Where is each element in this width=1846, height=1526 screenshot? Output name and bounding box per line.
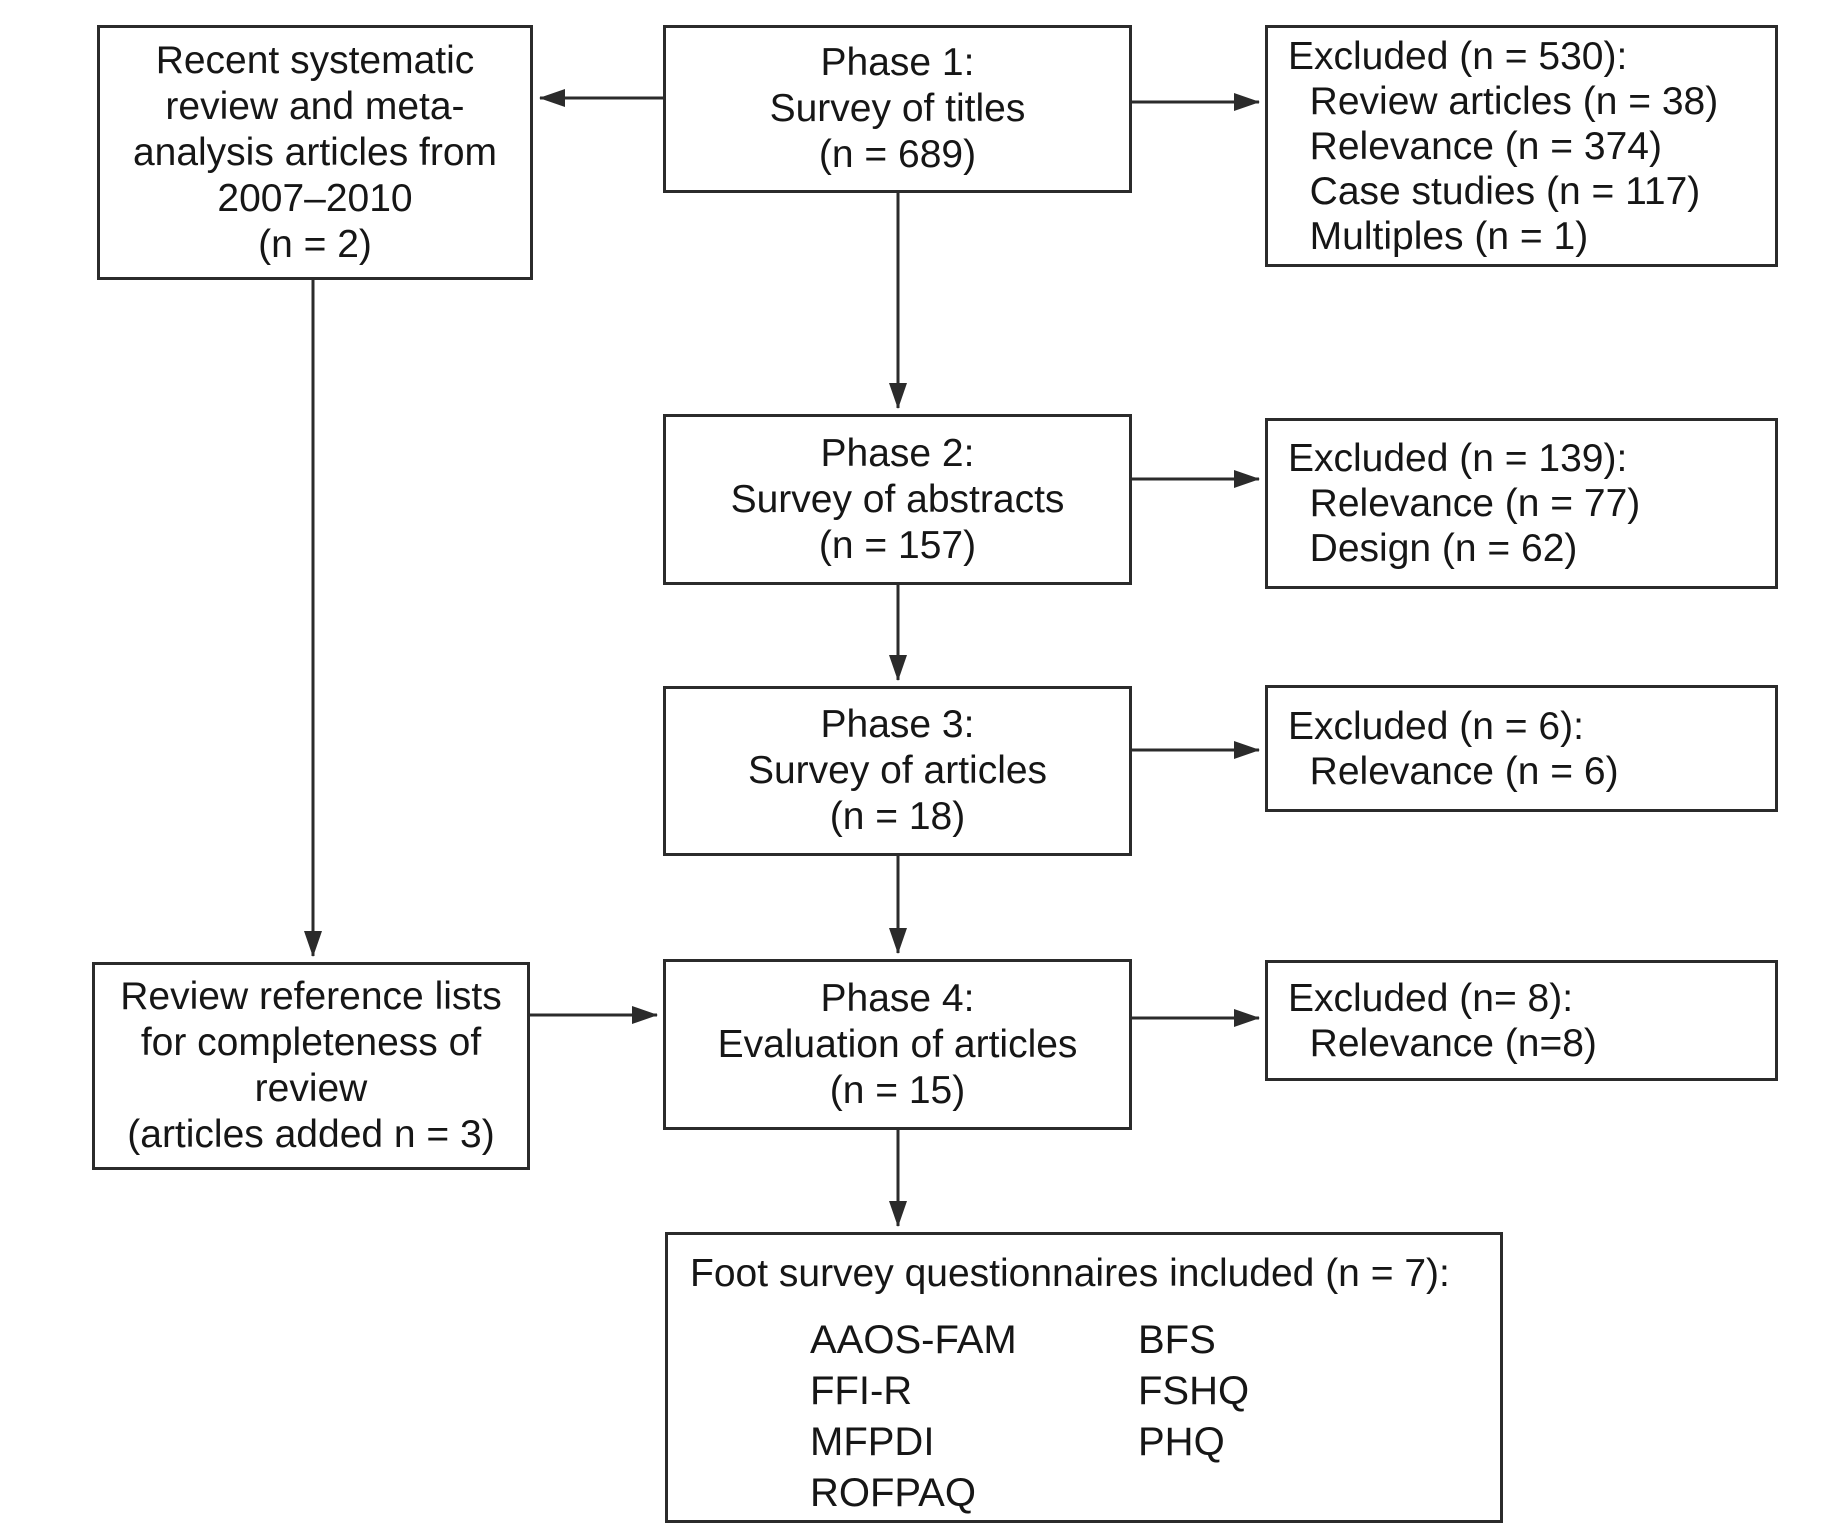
box-excluded2: Excluded (n = 139): Relevance (n = 77) D… <box>1265 418 1778 589</box>
box-included-questionnaires: Foot survey questionnaires included (n =… <box>665 1232 1503 1523</box>
box-ref-lists: Review reference lists for completeness … <box>92 962 530 1170</box>
box-phase4: Phase 4: Evaluation of articles (n = 15) <box>663 959 1132 1130</box>
questionnaire-item: MFPDI <box>810 1420 935 1464</box>
box-phase1-text: Phase 1: Survey of titles (n = 689) <box>769 41 1026 176</box>
box-excluded2-text: Excluded (n = 139): Relevance (n = 77) D… <box>1288 437 1641 570</box>
box-phase2-text: Phase 2: Survey of abstracts (n = 157) <box>730 431 1065 567</box>
included-column-1: AAOS-FAM FFI-R MFPDI ROFPAQ <box>810 1315 1017 1519</box>
questionnaire-item: AAOS-FAM <box>810 1318 1017 1362</box>
included-column-2: BFS FSHQ PHQ <box>1138 1315 1249 1468</box>
questionnaire-item: FFI-R <box>810 1369 913 1413</box>
box-excluded1: Excluded (n = 530): Review articles (n =… <box>1265 25 1778 267</box>
box-phase3-text: Phase 3: Survey of articles (n = 18) <box>747 703 1048 838</box>
box-excluded4: Excluded (n= 8): Relevance (n=8) <box>1265 960 1778 1081</box>
included-title: Foot survey questionnaires included (n =… <box>690 1252 1450 1295</box>
questionnaire-item: ROFPAQ <box>810 1471 976 1515</box>
box-excluded3: Excluded (n = 6): Relevance (n = 6) <box>1265 685 1778 812</box>
box-phase1: Phase 1: Survey of titles (n = 689) <box>663 25 1132 193</box>
box-excluded3-text: Excluded (n = 6): Relevance (n = 6) <box>1288 704 1619 793</box>
box-phase3: Phase 3: Survey of articles (n = 18) <box>663 686 1132 856</box>
box-excluded4-text: Excluded (n= 8): Relevance (n=8) <box>1288 976 1597 1065</box>
questionnaire-item: FSHQ <box>1138 1369 1250 1413</box>
box-recent-reviews: Recent systematic review and meta- analy… <box>97 25 533 280</box>
questionnaire-item: BFS <box>1138 1318 1216 1362</box>
box-phase4-text: Phase 4: Evaluation of articles (n = 15) <box>717 976 1078 1112</box>
box-excluded1-text: Excluded (n = 530): Review articles (n =… <box>1288 34 1719 258</box>
box-ref-lists-text: Review reference lists for completeness … <box>120 975 502 1156</box>
questionnaire-item: PHQ <box>1138 1420 1225 1464</box>
box-recent-reviews-text: Recent systematic review and meta- analy… <box>132 38 498 266</box>
box-phase2: Phase 2: Survey of abstracts (n = 157) <box>663 414 1132 585</box>
